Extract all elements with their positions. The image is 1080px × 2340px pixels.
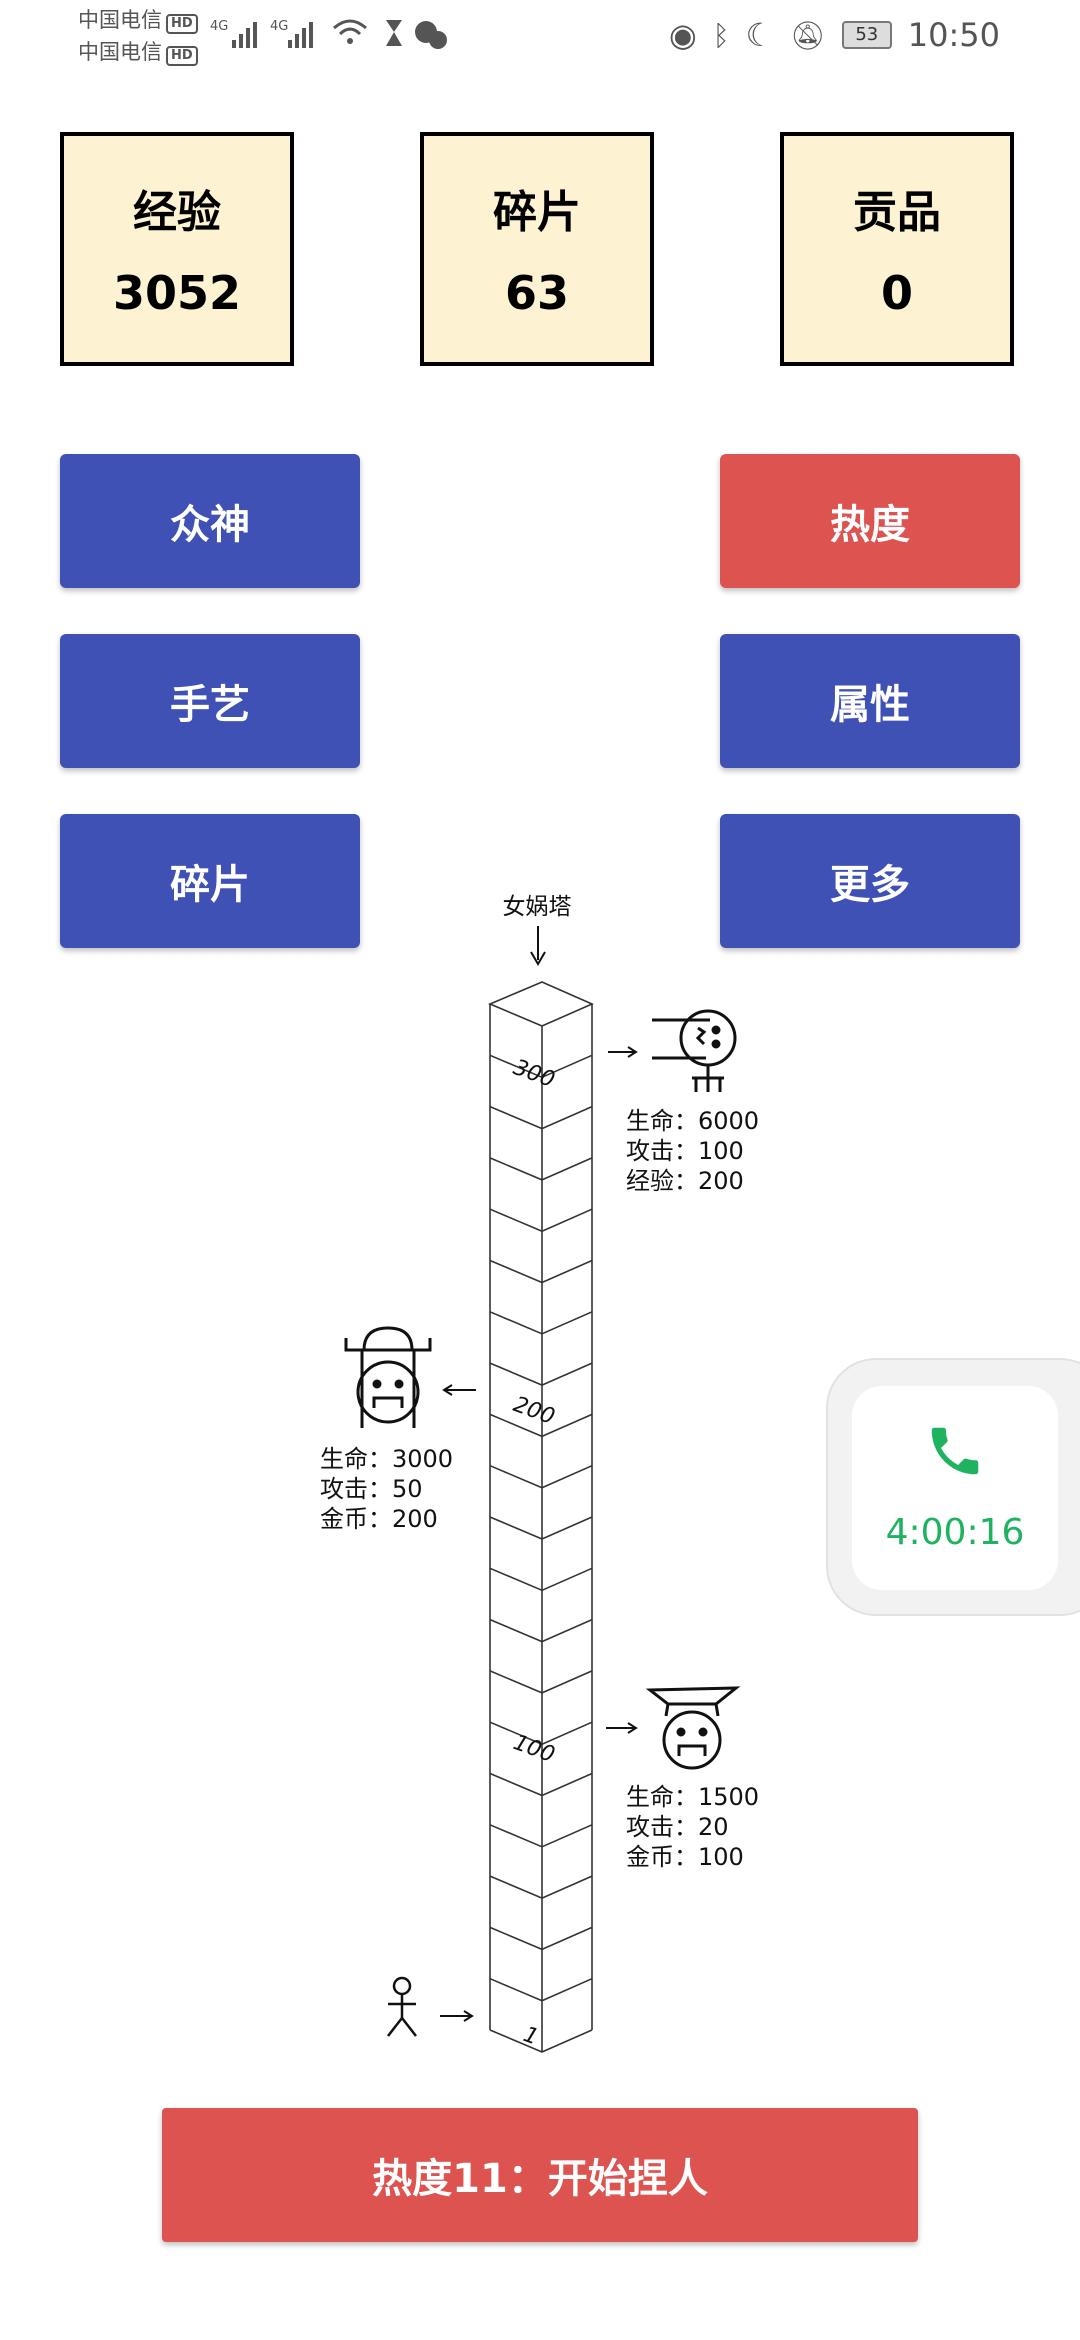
floating-call-widget[interactable]: 4:00:16 bbox=[828, 1360, 1080, 1614]
moon-icon: ☾ bbox=[745, 16, 775, 54]
player-stick-figure-icon bbox=[387, 1976, 417, 2037]
signal-icon: 4G 4G bbox=[210, 19, 313, 48]
clock: 10:50 bbox=[907, 16, 1000, 54]
tower-title: 女娲塔 bbox=[503, 894, 572, 920]
stat-tribute: 贡品 0 bbox=[780, 132, 1014, 366]
battery-icon: 53 bbox=[841, 21, 892, 49]
fragments-button[interactable]: 碎片 bbox=[60, 814, 360, 948]
heat-button[interactable]: 热度 bbox=[720, 454, 1020, 588]
start-creating-button[interactable]: 热度11：开始捏人 bbox=[162, 2108, 918, 2242]
boss-200-icon bbox=[344, 1326, 432, 1428]
svg-text:4G: 4G bbox=[270, 19, 288, 34]
bell-muted-icon: 🔕︎ bbox=[790, 18, 826, 52]
tower-illustration: 女娲塔 300 200 100 1 bbox=[344, 894, 741, 2053]
svg-text:4G: 4G bbox=[210, 19, 228, 34]
stat-fragments: 碎片 63 bbox=[420, 132, 654, 366]
stat-experience: 经验 3052 bbox=[60, 132, 294, 366]
more-button[interactable]: 更多 bbox=[720, 814, 1020, 948]
floor-label-300: 300 bbox=[510, 1055, 558, 1093]
tower-column bbox=[487, 981, 594, 2053]
stat-value: 63 bbox=[504, 266, 569, 320]
stat-value: 0 bbox=[880, 266, 913, 320]
stat-value: 3052 bbox=[112, 266, 242, 320]
craft-button[interactable]: 手艺 bbox=[60, 634, 360, 768]
eye-icon: ◉ bbox=[668, 16, 697, 54]
boss-300-icon bbox=[652, 1009, 737, 1092]
phone-icon bbox=[931, 1427, 979, 1475]
gods-button[interactable]: 众神 bbox=[60, 454, 360, 588]
call-duration: 4:00:16 bbox=[885, 1512, 1025, 1553]
stat-label: 经验 bbox=[133, 187, 221, 238]
floor-label-200: 200 bbox=[510, 1392, 558, 1430]
wifi-hourglass-wechat-icons bbox=[333, 19, 447, 49]
attributes-button[interactable]: 属性 bbox=[720, 634, 1020, 768]
stat-label: 碎片 bbox=[493, 187, 581, 238]
boss-100-icon bbox=[645, 1686, 741, 1770]
call-inner[interactable]: 4:00:16 bbox=[852, 1386, 1058, 1590]
stat-label: 贡品 bbox=[853, 187, 941, 238]
floor-label-1: 1 bbox=[520, 2022, 542, 2050]
bluetooth-icon: ᛒ bbox=[712, 18, 730, 52]
floor-label-100: 100 bbox=[510, 1730, 558, 1768]
status-right: ◉ ᛒ ☾ 🔕︎ 53 10:50 bbox=[669, 16, 1000, 54]
